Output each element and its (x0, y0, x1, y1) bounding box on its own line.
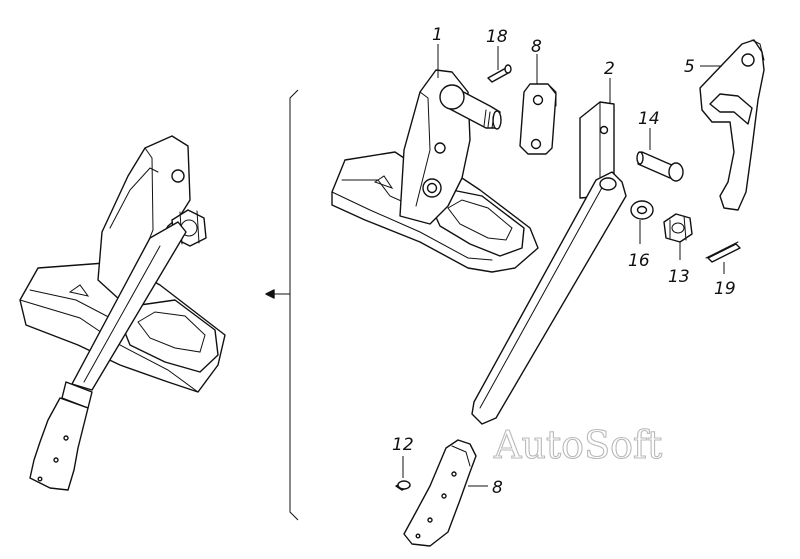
part-12-screw (395, 480, 411, 491)
part-2-lever-arm (471, 101, 627, 425)
callout-8-top: 8 (531, 37, 542, 57)
callout-1: 1 (432, 25, 443, 45)
watermark-text: AutoSoft (493, 423, 662, 467)
callout-13: 13 (668, 267, 690, 287)
part-8-handle-grip (403, 439, 477, 547)
callout-2: 2 (604, 59, 615, 79)
part-18-pin (487, 64, 512, 83)
callout-19: 19 (714, 279, 736, 299)
callout-18: 18 (486, 27, 508, 47)
part-16-washer (630, 200, 654, 220)
callout-5: 5 (684, 57, 695, 77)
part-19-cotter-pin (705, 241, 741, 263)
callout-8-bottom: 8 (492, 478, 503, 498)
callout-leaders (402, 44, 725, 487)
assembled-lever-assembly (19, 135, 226, 491)
part-1-bracket-base (331, 69, 539, 273)
callout-14: 14 (638, 109, 660, 129)
callout-12: 12 (392, 435, 414, 455)
part-13-castle-nut (663, 213, 693, 243)
part-5-hook-latch (699, 39, 765, 211)
part-8-link-plate (519, 83, 557, 155)
part-14-clevis-pin (636, 151, 684, 182)
exploded-view-bracket (265, 89, 299, 521)
callout-16: 16 (628, 251, 650, 271)
